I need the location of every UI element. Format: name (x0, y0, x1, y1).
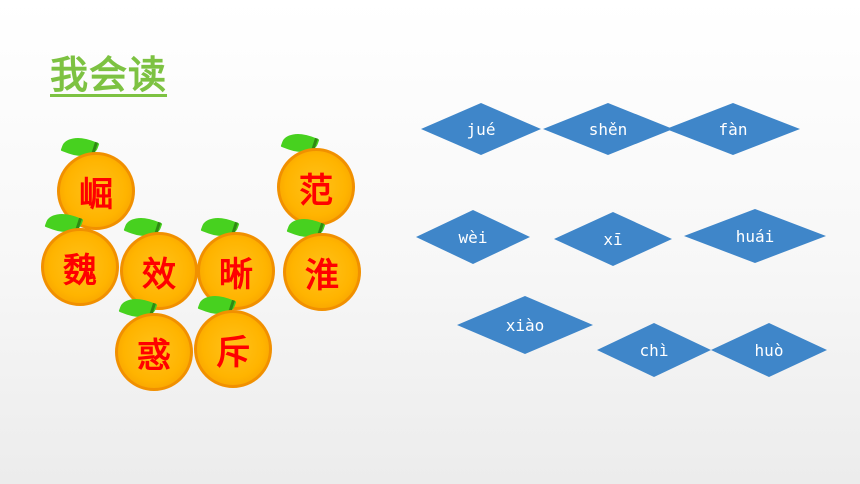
diamond-shape (597, 323, 711, 377)
pinyin-label: xiào (505, 315, 545, 335)
diamond-shape (684, 209, 826, 263)
pinyin-label: fàn (718, 119, 748, 139)
pinyin-diamond[interactable]: shěn (543, 103, 673, 155)
pinyin-diamond[interactable]: xiào (457, 296, 593, 354)
pinyin-diamond[interactable]: jué (421, 103, 541, 155)
pinyin-label: chì (639, 340, 669, 360)
pinyin-diamond[interactable]: wèi (416, 210, 530, 264)
pinyin-label: huò (754, 340, 784, 360)
pinyin-label: huái (735, 226, 775, 246)
diamond-shape (554, 212, 672, 266)
orange-icon (277, 148, 355, 226)
pinyin-diamond[interactable]: huò (711, 323, 827, 377)
orange-character: 效 (142, 254, 176, 295)
diamond-shape (543, 103, 673, 155)
orange-card-chi[interactable]: 斥 (194, 289, 278, 394)
orange-character: 范 (299, 170, 333, 211)
orange-character: 晰 (219, 254, 253, 295)
diamond-shape (457, 296, 593, 354)
orange-character: 惑 (137, 335, 171, 376)
orange-icon (41, 228, 119, 306)
orange-icon (283, 233, 361, 311)
diamond-shape (711, 323, 827, 377)
pinyin-diamond[interactable]: chì (597, 323, 711, 377)
orange-character: 淮 (305, 255, 339, 296)
diamond-shape (666, 103, 800, 155)
pinyin-diamond[interactable]: huái (684, 209, 826, 263)
slide-title: 我会读 (50, 53, 168, 97)
pinyin-label: xī (603, 229, 623, 249)
orange-icon (120, 232, 198, 310)
pinyin-diamond[interactable]: fàn (666, 103, 800, 155)
diamond-shape (421, 103, 541, 155)
orange-card-fan[interactable]: 范 (277, 127, 361, 232)
orange-card-wei[interactable]: 魏 (41, 207, 125, 312)
orange-character: 斥 (216, 332, 250, 373)
orange-icon (194, 310, 272, 388)
pinyin-label: shěn (588, 119, 628, 139)
orange-character: 魏 (63, 250, 97, 291)
orange-card-huo[interactable]: 惑 (115, 292, 199, 397)
diamond-shape (416, 210, 530, 264)
orange-character: 崛 (79, 174, 113, 215)
pinyin-label: jué (466, 119, 496, 139)
pinyin-diamond[interactable]: xī (554, 212, 672, 266)
pinyin-label: wèi (458, 227, 488, 247)
orange-card-huai[interactable]: 淮 (283, 212, 367, 317)
orange-card-xiao[interactable]: 效 (120, 211, 204, 316)
orange-icon (115, 313, 193, 391)
